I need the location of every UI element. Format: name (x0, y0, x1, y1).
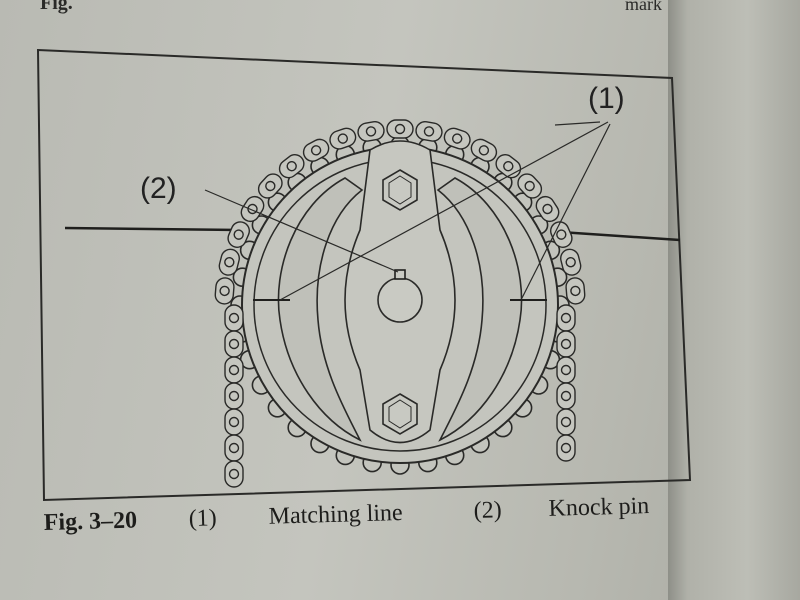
callout-label-2: (2) (140, 172, 177, 205)
chain-link (257, 173, 283, 199)
chain-link (224, 382, 244, 410)
chain-link (443, 127, 471, 150)
chain-link (278, 154, 305, 179)
chain-link (224, 408, 244, 436)
chain-link (556, 434, 576, 462)
chain-link (565, 277, 586, 305)
figure-frame (36, 48, 692, 502)
page-fold (668, 0, 800, 600)
callout-label-1: (1) (588, 82, 625, 115)
chain-link (556, 382, 576, 410)
chain-link (224, 356, 244, 384)
chain-link (357, 121, 385, 142)
chain-link (470, 138, 498, 162)
caption-figure-number: Fig. 3–20 (43, 507, 138, 536)
chain-link (556, 408, 576, 436)
caption-item1-number: (1) (188, 505, 218, 532)
horizontal-line-left (64, 226, 241, 232)
knock-pin (394, 269, 406, 280)
sprocket-slot-left (277, 177, 364, 442)
camshaft-center-hole (377, 277, 423, 323)
chain-link (386, 119, 414, 139)
leader-2 (204, 189, 399, 273)
chain-link (329, 127, 357, 150)
caption-item1-text: Matching line (268, 499, 403, 530)
chain-link (224, 434, 244, 462)
sprocket (230, 135, 570, 475)
previous-caption-right: mark (625, 0, 662, 14)
chain-link (549, 221, 573, 248)
timing-chain (214, 119, 586, 488)
chain-link (495, 154, 522, 179)
chain-link (560, 248, 582, 276)
horizontal-line-right (559, 230, 681, 242)
sprocket-slot-right (436, 177, 523, 442)
chain-link (214, 277, 235, 305)
chain-link (227, 221, 251, 248)
chain-link (302, 138, 330, 162)
bolt-bottom (382, 393, 418, 435)
chain-link (224, 460, 244, 488)
chain-link (224, 330, 244, 358)
caption-item2-text: Knock pin (548, 493, 650, 522)
previous-caption-left: Fig. (40, 0, 73, 14)
chain-link (556, 356, 576, 384)
chain-link (218, 248, 240, 276)
chain-link (535, 195, 560, 223)
leader-1a (279, 121, 609, 301)
chain-link (224, 304, 244, 332)
caption-item2-number: (2) (473, 497, 502, 524)
bolt-top (382, 169, 418, 211)
chain-link (517, 173, 543, 199)
chain-link (556, 330, 576, 358)
leader-1c (554, 121, 601, 126)
leader-1b (521, 123, 611, 299)
chain-link (556, 304, 576, 332)
chain-link (415, 121, 443, 142)
